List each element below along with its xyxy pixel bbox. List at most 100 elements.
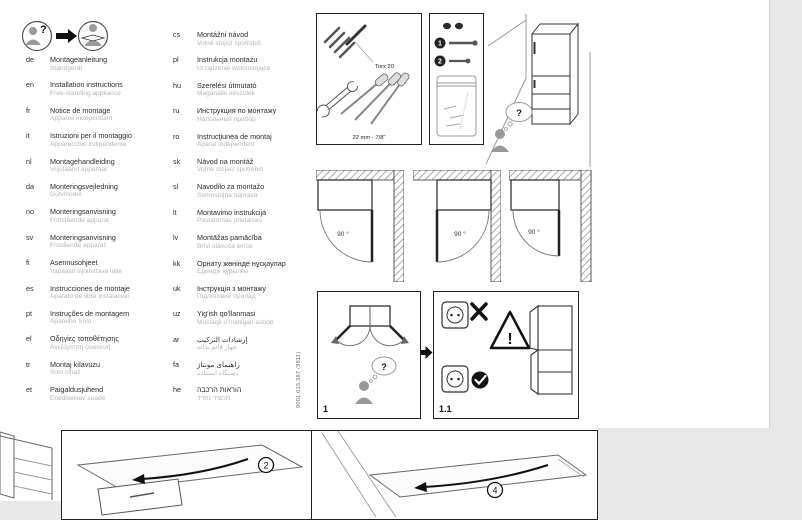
door-swing-arc [369,325,405,347]
thought-bubble [371,356,397,376]
language-code: da [26,181,34,191]
language-title: إرشادات التركيب [197,334,248,344]
fridge-doors-open-icon [331,305,409,347]
language-row: et Paigaldusjuhend Eraldiseisev seade [26,386,132,411]
language-subtitle: Urządzenie wolnostojące [197,64,271,72]
language-subtitle: מכשיר נפרד [197,394,231,402]
cross-icon [470,302,488,321]
language-code: fa [173,360,179,370]
open-door [389,325,405,341]
tools-panel: Torx 20 22 mm - 7/8" [316,13,422,145]
language-subtitle: Magánálló készülék [197,90,255,98]
language-title: Navodilo za montažo [197,182,265,192]
language-title: Instruções de montagem [50,308,130,318]
language-code: uz [173,309,181,319]
door-swing-arc [319,209,373,263]
fridge-icon [529,304,573,396]
language-row: es Instrucciones de montaje Aparato de l… [26,283,132,310]
socket-icon [441,301,469,329]
language-code: ar [173,334,180,344]
question-mark: ? [516,108,522,119]
language-subtitle: جهاز قائم بذاته [197,344,237,352]
language-subtitle: Gulvmodel [50,191,82,199]
open-book-icon [80,34,106,42]
language-code: no [26,207,34,217]
language-code: es [26,283,34,293]
language-title: Návod na montáž [197,156,254,166]
wall-hatch [509,170,592,181]
language-subtitle: Frittstående apparat [50,216,110,224]
language-subtitle: Pastatomas prietaisas [197,217,262,225]
arrow-right-icon [421,346,433,359]
language-code: fr [26,105,31,115]
language-row: cs Montážní návod Volně stojící spotřebi… [173,30,286,56]
language-subtitle: دستگاه ایستاده [197,369,239,377]
language-subtitle: Samostojna naprava [197,191,258,199]
step-number: 2 [263,461,268,471]
shelf-plane [76,444,304,490]
language-code: ro [173,131,180,141]
language-code: et [26,385,32,395]
socket-icon [441,365,469,393]
language-title: הוראות הרכבה [197,385,242,395]
bottom-step-2-panel: 2 [61,430,312,520]
language-row: uz Yig'ish qo'llanmasi Mustaqil o'rnatil… [173,310,286,335]
appliance-top-view [436,179,492,211]
language-row: fr Notice de montage Appareil indépendan… [26,105,132,132]
check-icon [471,371,489,389]
language-subtitle: Voľne stojaci spotrebič [197,166,264,174]
drawer-handle [129,492,155,498]
language-code: tr [26,359,31,369]
step-1-panel: ? 1 [317,291,421,419]
appliance-top-view [510,179,560,211]
language-title: Instrucciones de montaje [50,283,130,293]
fridge-interior-partial [0,431,53,500]
exclamation-mark: ! [507,331,512,348]
language-subtitle: Free-standing appliance [50,89,121,97]
language-title: Instrukcja montażu [197,55,258,65]
language-subtitle: Підлоговий прилад [197,293,256,301]
language-code: lv [173,233,179,243]
language-subtitle: Standgerät [50,64,83,72]
language-row: en Installation instructions Free-standi… [26,81,132,106]
part-1: 1 [434,37,478,49]
part-2: 2 [434,55,471,67]
language-title: Instrucţiunea de montaj [197,131,272,141]
language-title: Montážní návod [197,30,249,39]
person-thinking-icon: ? [355,356,397,404]
door-swing-arc [512,209,560,257]
language-code: sl [173,182,179,192]
language-row: ro Instrucţiunea de montaj Aparat indepe… [173,131,286,158]
screwdriver-icon [370,72,410,125]
language-subtitle: Fristående apparat [50,242,106,250]
language-title: Installation instructions [50,80,123,90]
wall-hatch [413,170,501,181]
language-subtitle: Ανεξάρτητη συσκευή [50,343,111,351]
language-subtitle: Напольный прибор [197,115,256,123]
question-mark: ? [40,24,47,36]
language-subtitle: Aparato de libre instalación [50,293,130,301]
door-clearance-diagram-1: 90 ° [316,170,404,282]
language-row: ar إرشادات التركيب جهاز قائم بذاته [173,334,286,361]
warning-triangle-icon: ! [489,310,531,350]
language-subtitle: Appareil indépendant [50,115,113,123]
language-row: da Monteringsvejledning Gulvmodel [26,181,132,208]
language-title: Інструкція з монтажу [197,283,267,293]
wrench-icon [317,79,360,120]
language-subtitle: Apparecchio indipendente [50,140,127,148]
arrowhead [414,482,427,492]
language-row: ru Инструкция по монтажу Напольный прибо… [173,107,286,132]
language-title: Montaj kılavuzu [50,359,100,369]
language-row: pt Instruções de montagem Aparelho Solo [26,308,132,335]
language-subtitle: Едендік құрылғы [197,268,249,276]
language-row: uk Інструкція з монтажу Підлоговий прила… [173,283,286,310]
person-thinking-icon: ? [491,102,533,152]
person-reading-icon [77,20,109,52]
wall-hatch [393,170,404,282]
language-code: sv [26,232,34,242]
appliance-top-view [317,179,373,211]
language-code: he [173,385,181,395]
language-code: fi [26,258,30,268]
drawer-front [97,478,183,516]
step-number: 4 [492,486,497,496]
